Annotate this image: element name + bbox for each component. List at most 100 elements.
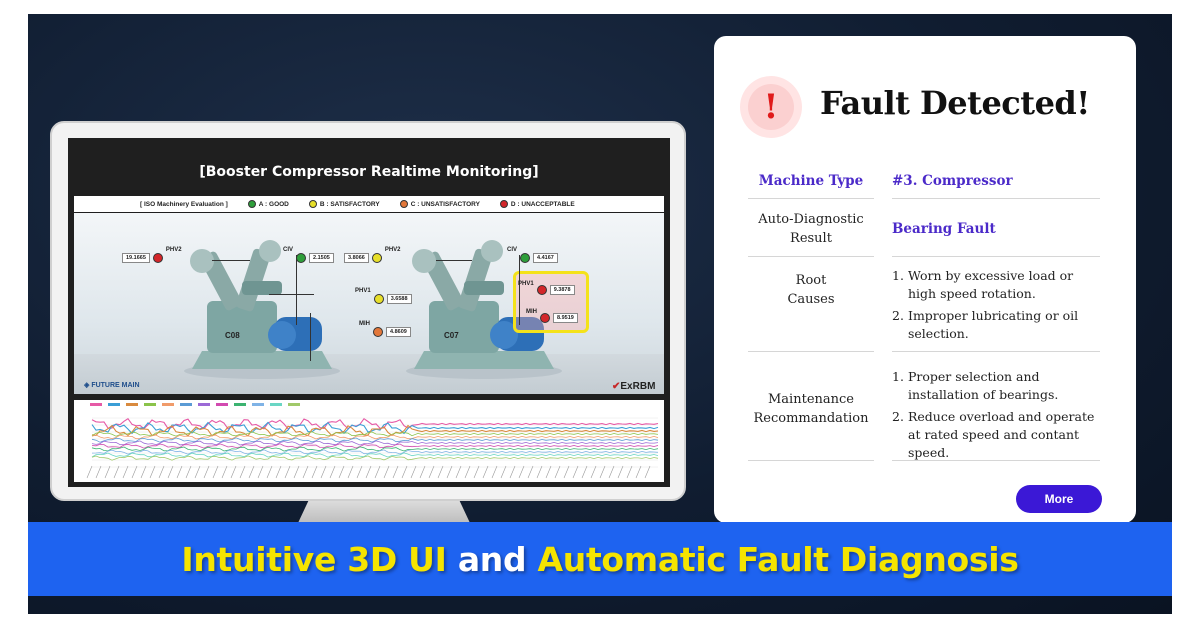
- status-dot-icon: [373, 327, 383, 337]
- trend-legend-item: [288, 403, 300, 406]
- x-tick-mark: [149, 465, 156, 479]
- status-dot-icon: [520, 253, 531, 263]
- x-tick-mark: [86, 465, 93, 479]
- 3d-view-panel[interactable]: C08 19.1665 PHV2 CIV 2.1505 PHV1 3.6588: [74, 213, 664, 394]
- x-tick-mark: [284, 465, 291, 479]
- status-dot-icon: [499, 200, 508, 208]
- iso-label: [ ISO Machinery Evaluation ]: [140, 200, 228, 208]
- x-tick-mark: [176, 465, 183, 479]
- sensor-id: PHV1: [518, 281, 534, 287]
- sensor-value: 9.3878: [549, 285, 575, 295]
- sensor-mih-c08[interactable]: MIH 4.8609: [359, 321, 411, 337]
- trend-legend-item: [126, 403, 138, 406]
- x-tick-mark: [239, 465, 246, 479]
- sensor-civ-c08[interactable]: CIV 2.1505: [283, 247, 334, 263]
- x-tick-mark: [203, 465, 210, 479]
- trend-series-line: [91, 437, 659, 443]
- sensor-phv2-c07[interactable]: 3.8066 PHV2: [344, 247, 401, 263]
- trend-series-line: [91, 440, 659, 446]
- x-tick-mark: [491, 465, 498, 479]
- status-dot-icon: [373, 294, 384, 304]
- compressor-c08-icon[interactable]: [182, 231, 342, 381]
- more-button[interactable]: More: [1016, 485, 1102, 513]
- headline-part-2: and: [446, 539, 538, 579]
- compressor-c07-icon[interactable]: [404, 231, 564, 381]
- list-item: 1.Proper selection and installation of b…: [892, 369, 1059, 402]
- label-line: Root: [795, 273, 827, 288]
- x-tick-mark: [608, 465, 615, 479]
- x-tick-mark: [374, 465, 381, 479]
- x-tick-mark: [437, 465, 444, 479]
- trend-legend-item: [252, 403, 264, 406]
- trend-series-line: [91, 455, 659, 461]
- x-tick-mark: [626, 465, 633, 479]
- status-dot-icon: [536, 285, 547, 295]
- x-tick-mark: [329, 465, 336, 479]
- sensor-id: MIH: [526, 309, 537, 315]
- monitor-stand: [298, 501, 470, 523]
- x-tick-mark: [257, 465, 264, 479]
- trend-series-line: [91, 421, 659, 435]
- x-tick-mark: [509, 465, 516, 479]
- trend-legend-item: [162, 403, 174, 406]
- sensor-phv1-c07[interactable]: PHV1 9.3878: [518, 281, 575, 295]
- x-tick-mark: [158, 465, 165, 479]
- x-tick-mark: [644, 465, 651, 479]
- label-line: Maintenance: [768, 392, 854, 407]
- sensor-civ-c07[interactable]: CIV 4.4167: [507, 247, 558, 263]
- x-tick-mark: [113, 465, 120, 479]
- sensor-id: MIH: [359, 321, 370, 327]
- x-tick-mark: [212, 465, 219, 479]
- headline-text: Intuitive 3D UI and Automatic Fault Diag…: [181, 539, 1019, 579]
- x-tick-mark: [275, 465, 282, 479]
- sensor-id: CIV: [283, 247, 294, 253]
- list-item: 2.Improper lubricating or oil selection.: [892, 308, 1079, 341]
- status-dot-icon: [540, 313, 550, 323]
- sensor-phv2-c08[interactable]: 19.1665 PHV2: [122, 247, 182, 263]
- status-dot-icon: [371, 253, 382, 263]
- status-dot-icon: [296, 253, 307, 263]
- x-tick-mark: [446, 465, 453, 479]
- legend-label: D : UNACCEPTABLE: [510, 200, 575, 208]
- brand-part-b: BM: [639, 381, 656, 392]
- x-tick-mark: [428, 465, 435, 479]
- headline-banner: Intuitive 3D UI and Automatic Fault Diag…: [28, 522, 1172, 596]
- legend-satisfactory: B : SATISFACTORY: [308, 200, 380, 208]
- headline-part-3: Automatic Fault Diagnosis: [537, 539, 1019, 579]
- card-title: Fault Detected!: [820, 84, 1090, 122]
- trend-legend-item: [180, 403, 192, 406]
- list-item: 2.Reduce overload and operate at rated s…: [892, 409, 1095, 460]
- x-tick-mark: [248, 465, 255, 479]
- brand-name: FUTURE MAIN: [91, 382, 140, 389]
- x-tick-mark: [617, 465, 624, 479]
- x-tick-mark: [131, 465, 138, 479]
- x-tick-mark: [473, 465, 480, 479]
- x-tick-mark: [140, 465, 147, 479]
- x-tick-mark: [401, 465, 408, 479]
- x-tick-mark: [527, 465, 534, 479]
- screen-title: [Booster Compressor Realtime Monitoring]: [199, 164, 539, 180]
- x-tick-mark: [536, 465, 543, 479]
- root-causes-list: 1.Worn by excessive load or high speed r…: [892, 267, 1100, 347]
- iso-legend: [ ISO Machinery Evaluation ] A : GOOD B …: [74, 196, 664, 212]
- headline-part-1: Intuitive 3D UI: [181, 539, 447, 579]
- legend-label: B : SATISFACTORY: [319, 200, 380, 208]
- sensor-mih-c07[interactable]: MIH 8.9519: [526, 309, 578, 323]
- x-tick-mark: [545, 465, 552, 479]
- sensor-phv1-c08[interactable]: PHV1 3.6588: [355, 288, 412, 304]
- floor: [74, 354, 664, 394]
- diagnostic-value: Bearing Fault: [892, 221, 996, 237]
- trend-legend-item: [270, 403, 282, 406]
- x-tick-mark: [410, 465, 417, 479]
- list-item: 1.Worn by excessive load or high speed r…: [892, 268, 1074, 301]
- monitor-frame: [Booster Compressor Realtime Monitoring]…: [50, 121, 686, 501]
- status-dot-icon: [308, 200, 317, 208]
- legend-good: A : GOOD: [247, 200, 289, 208]
- trend-legend-item: [90, 403, 102, 406]
- machine-type-label: Machine Type: [758, 173, 864, 189]
- maintenance-label: Maintenance Recommandation: [748, 390, 874, 428]
- trend-series-line: [91, 449, 659, 455]
- x-tick-mark: [554, 465, 561, 479]
- x-tick-mark: [167, 465, 174, 479]
- trend-chart[interactable]: [74, 400, 664, 482]
